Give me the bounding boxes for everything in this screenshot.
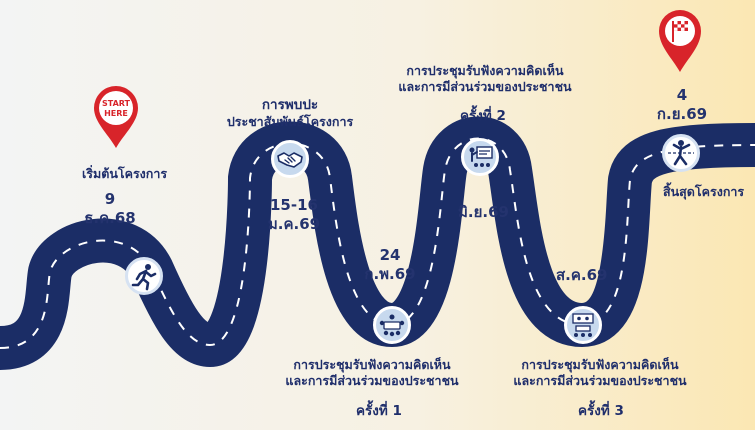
milestone-2-label-line2: ประชาสัมพันธ์โครงการ — [226, 113, 354, 129]
milestone-2-date-month: ม.ค.69 — [267, 214, 321, 233]
milestone-4-label-line2: และการมีส่วนร่วมของประชาชน — [398, 78, 572, 94]
milestone-5-label-line2: และการมีส่วนร่วมของประชาชน — [513, 372, 687, 388]
milestone-3-label-line2: และการมีส่วนร่วมของประชาชน — [285, 372, 459, 388]
milestone-3-marker — [373, 306, 411, 344]
milestone-1-date-day: 9 — [104, 190, 116, 208]
milestone-1-date-month: ธ.ค.68 — [84, 208, 136, 227]
finish-line-icon — [668, 140, 694, 166]
milestone-6-marker — [662, 134, 700, 172]
milestone-5-date: ส.ค.69 — [556, 266, 608, 284]
milestone-3-date-day: 24 — [379, 246, 401, 264]
milestone-3-round: ครั้งที่ 1 — [356, 403, 402, 419]
presentation-icon — [469, 146, 493, 167]
conference-icon — [572, 313, 594, 337]
milestone-2-label: การพบปะ ประชาสัมพันธ์โครงการ — [205, 97, 375, 130]
milestone-1-label: เริ่มต้นโครงการ — [82, 166, 168, 181]
milestone-4-date: มิ.ย.69 — [458, 203, 509, 221]
milestone-5-label: การประชุมรับฟังความคิดเห็น และการมีส่วนร… — [500, 357, 700, 388]
milestone-6-date: 4 ก.ย.69 — [642, 86, 722, 124]
milestone-6-label: สิ้นสุดโครงการ — [663, 184, 745, 199]
milestone-3-date: 24 ก.พ.69 — [350, 246, 430, 284]
milestone-3-label: การประชุมรับฟังความคิดเห็น และการมีส่วนร… — [272, 357, 472, 388]
milestone-6-date-month: ก.ย.69 — [656, 104, 708, 123]
milestone-1-marker — [125, 257, 163, 295]
runner-icon — [131, 264, 157, 291]
milestone-4-round: ครั้งที่ 2 — [460, 108, 506, 124]
start-pin-icon: START HERE — [94, 86, 138, 148]
milestone-5-round: ครั้งที่ 3 — [578, 403, 624, 419]
finish-flag-pin-icon — [659, 10, 701, 72]
milestone-4-label-line1: การประชุมรับฟังความคิดเห็น — [406, 63, 564, 78]
milestone-4-marker — [461, 138, 499, 176]
milestone-2-date: 15-16 ม.ค.69 — [254, 196, 334, 234]
milestone-5-marker — [564, 306, 602, 344]
start-pin-text-2: HERE — [104, 109, 128, 118]
milestone-3-label-line1: การประชุมรับฟังความคิดเห็น — [293, 357, 451, 372]
milestone-2-label-line1: การพบปะ — [261, 97, 319, 113]
milestone-4-label: การประชุมรับฟังความคิดเห็น และการมีส่วนร… — [380, 63, 590, 94]
milestone-6-date-day: 4 — [676, 86, 688, 104]
milestone-2-date-day: 15-16 — [270, 196, 318, 214]
milestone-2-marker — [271, 140, 309, 178]
milestone-1-date: 9 ธ.ค.68 — [70, 190, 150, 228]
milestone-3-date-month: ก.พ.69 — [364, 264, 416, 283]
handshake-icon — [277, 152, 303, 168]
meeting-icon — [379, 314, 405, 337]
milestone-5-label-line1: การประชุมรับฟังความคิดเห็น — [521, 357, 679, 372]
start-pin-text-1: START — [102, 99, 131, 108]
